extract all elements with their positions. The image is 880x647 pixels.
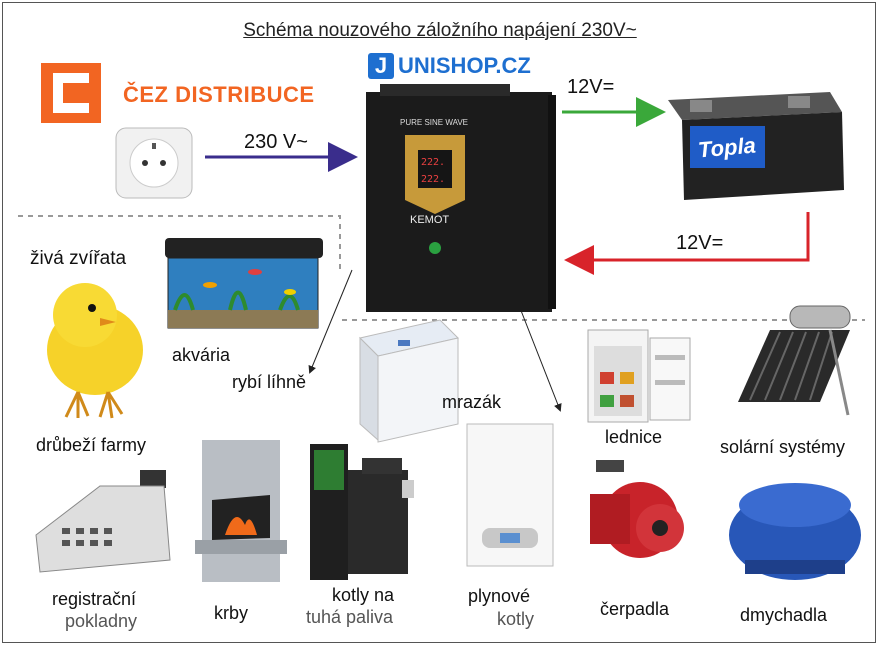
svg-text:222.: 222. bbox=[421, 174, 445, 185]
battery-brand: Topla bbox=[696, 132, 757, 163]
cash-register-icon bbox=[35, 470, 171, 573]
mains-voltage-label: 230 V~ bbox=[244, 131, 308, 153]
freezer-icon bbox=[359, 319, 459, 443]
fireplace-icon bbox=[195, 440, 287, 582]
aquarium-icon bbox=[165, 238, 323, 329]
device-sublabel-gas-boilers: kotly bbox=[497, 609, 535, 629]
device-label-cash-registers: registrační bbox=[52, 589, 137, 609]
diagram-title: Schéma nouzového záložního napájení 230V… bbox=[243, 20, 637, 41]
cez-logo-text: ČEZ DISTRIBUCE bbox=[123, 82, 315, 107]
device-label-fish-hatcheries: rybí líhně bbox=[232, 372, 307, 392]
device-label-fridge: lednice bbox=[605, 427, 663, 447]
device-label-freezer: mrazák bbox=[442, 392, 502, 412]
svg-text:222.: 222. bbox=[421, 157, 445, 168]
charge-voltage-label: 12V= bbox=[567, 76, 615, 98]
device-label-blowers: dmychadla bbox=[740, 605, 828, 625]
line-to-aquarium bbox=[308, 269, 353, 374]
inverter-icon: 222. 222. bbox=[366, 84, 556, 312]
inverter-panel-label: PURE SINE WAVE bbox=[400, 118, 469, 127]
fridge-icon bbox=[587, 329, 691, 423]
inverter-brand: KEMOT bbox=[410, 214, 450, 226]
device-label-solar-systems: solární systémy bbox=[720, 437, 846, 457]
cez-logo-icon bbox=[41, 63, 101, 123]
blower-icon bbox=[729, 483, 861, 580]
socket-icon bbox=[115, 127, 193, 199]
gas-boiler-icon bbox=[466, 423, 554, 567]
unishop-logo-icon: J bbox=[368, 53, 394, 79]
device-label-aquariums: akvária bbox=[172, 345, 231, 365]
discharge-arrow bbox=[564, 212, 810, 275]
discharge-voltage-label: 12V= bbox=[676, 232, 724, 254]
device-label-poultry-farms: drůbeží farmy bbox=[36, 435, 147, 455]
solar-system-icon bbox=[738, 305, 851, 416]
device-sublabel-cash-registers: pokladny bbox=[65, 611, 138, 631]
unishop-logo-text: UNISHOP.CZ bbox=[398, 53, 531, 78]
chick-icon bbox=[47, 283, 143, 419]
device-label-pumps: čerpadla bbox=[600, 599, 670, 619]
device-sublabel-solid-fuel-boilers: tuhá paliva bbox=[306, 607, 394, 627]
solid-fuel-boiler-icon bbox=[310, 444, 414, 580]
battery-icon bbox=[668, 92, 844, 200]
line-to-appliances bbox=[519, 307, 562, 412]
device-label-solid-fuel-boilers: kotly na bbox=[332, 585, 395, 605]
separator-left bbox=[18, 215, 341, 270]
device-label-live-animals: živá zvířata bbox=[30, 248, 127, 269]
device-label-fireplaces: krby bbox=[214, 603, 249, 623]
device-label-gas-boilers: plynové bbox=[468, 586, 531, 606]
pump-icon bbox=[590, 460, 684, 558]
